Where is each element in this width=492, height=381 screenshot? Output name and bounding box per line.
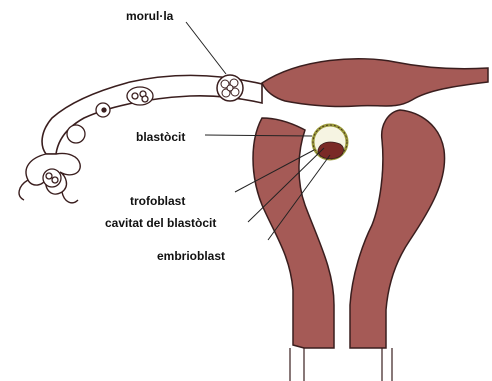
label-blastocyst-cavity: cavitat del blastòcit bbox=[105, 216, 216, 230]
label-morula: morul·la bbox=[126, 9, 173, 23]
label-embryoblast: embrioblast bbox=[157, 249, 225, 263]
cervix-outline bbox=[290, 348, 392, 381]
label-trophoblast: trofoblast bbox=[130, 194, 185, 208]
morula bbox=[217, 75, 243, 101]
uterus-fundus bbox=[262, 59, 488, 107]
leader-line-morula bbox=[186, 22, 226, 74]
label-blastocyst: blastòcit bbox=[136, 130, 185, 144]
uterus-right-wall bbox=[350, 110, 445, 348]
